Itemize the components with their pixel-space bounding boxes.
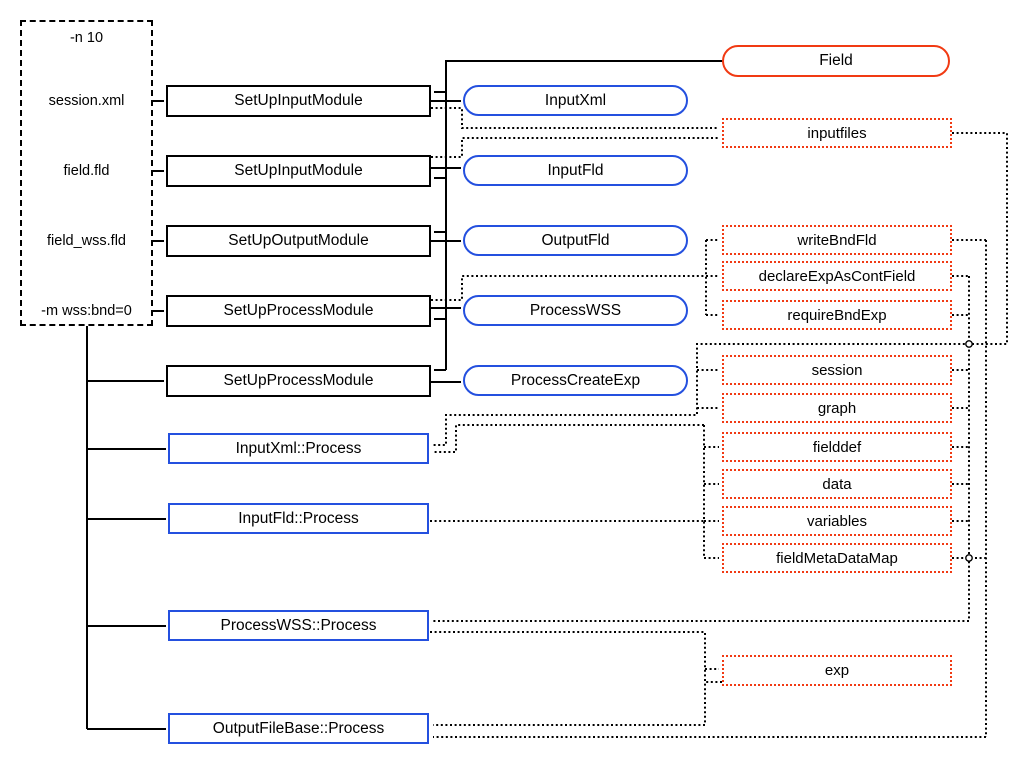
data-node-session: session <box>722 355 952 385</box>
data-node-data: data <box>722 469 952 499</box>
setup-input-module-box-1: SetUpInputModule <box>166 85 431 117</box>
object-node-processcreateexp: ProcessCreateExp <box>463 365 688 396</box>
param-title: -n 10 <box>69 30 104 46</box>
process-box-inputfld-process: InputFld::Process <box>168 503 429 534</box>
data-node-fielddef: fielddef <box>722 432 952 462</box>
process-box-inputxml-process: InputXml::Process <box>168 433 429 464</box>
process-box-processwss-process: ProcessWSS::Process <box>168 610 429 641</box>
data-node-writebndfld: writeBndFld <box>722 225 952 255</box>
data-node-inputfiles: inputfiles <box>722 118 952 148</box>
data-node-fieldmetadatamap: fieldMetaDataMap <box>722 543 952 573</box>
field-class-node: Field <box>722 45 950 77</box>
data-node-variables: variables <box>722 506 952 536</box>
setup-process-module-box-2: SetUpProcessModule <box>166 365 431 397</box>
param-arg-session-xml: session.xml <box>48 93 125 109</box>
data-node-declareexpascontfield: declareExpAsContField <box>722 261 952 291</box>
object-node-inputxml: InputXml <box>463 85 688 116</box>
param-box <box>20 20 153 326</box>
param-arg-m-wss-bnd: -m wss:bnd=0 <box>41 303 132 319</box>
data-node-graph: graph <box>722 393 952 423</box>
setup-input-module-box-2: SetUpInputModule <box>166 155 431 187</box>
setup-process-module-box-1: SetUpProcessModule <box>166 295 431 327</box>
line-crossing-junction <box>965 554 973 562</box>
data-node-requirebndexp: requireBndExp <box>722 300 952 330</box>
data-node-exp: exp <box>722 655 952 686</box>
process-box-outputfilebase-process: OutputFileBase::Process <box>168 713 429 744</box>
param-arg-field-fld: field.fld <box>63 163 110 179</box>
line-crossing-junction <box>965 340 973 348</box>
param-arg-field-wss-fld: field_wss.fld <box>47 233 126 249</box>
object-node-inputfld: InputFld <box>463 155 688 186</box>
setup-output-module-box: SetUpOutputModule <box>166 225 431 257</box>
object-node-processwss: ProcessWSS <box>463 295 688 326</box>
object-node-outputfld: OutputFld <box>463 225 688 256</box>
